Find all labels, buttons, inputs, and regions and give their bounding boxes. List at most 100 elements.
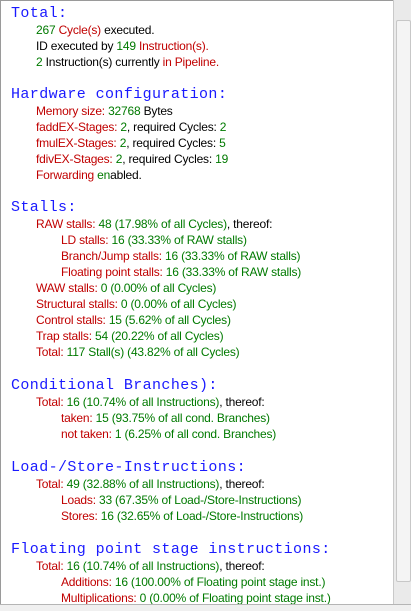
window-bottom-edge (0, 604, 411, 611)
fadd-line: faddEX-Stages: 2, required Cycles: 2 (36, 120, 226, 134)
cond-not-taken-line: not taken: 1 (6.25% of all cond. Branche… (61, 427, 276, 441)
cond-taken-line: taken: 15 (93.75% of all cond. Branches) (61, 411, 270, 425)
raw-stalls-line: RAW stalls: 48 (17.98% of all Cycles), t… (36, 217, 272, 231)
memory-label: Memory size: (36, 104, 109, 118)
stores-value: 16 (32.65% of Load-/Store-Instructions) (100, 509, 304, 523)
vertical-scrollbar[interactable] (393, 0, 411, 604)
ls-total-tail: , thereof: (219, 477, 265, 491)
memory-value: 32768 (108, 104, 141, 118)
fp-total-value: 16 (10.74% of all Instructions) (66, 559, 220, 573)
cond-total-tail: , thereof: (219, 395, 265, 409)
fp-stage-heading: Floating point stage instructions: (11, 541, 331, 558)
fadd-cycles: 2 (219, 120, 227, 134)
total-pipeline-line: 2 Instruction(s) currently in Pipeline. (36, 55, 219, 69)
forwarding-label: Forwarding (36, 168, 98, 182)
trap-stalls-line: Trap stalls: 54 (20.22% of all Cycles) (36, 329, 224, 343)
branch-label: Branch/Jump stalls: (61, 249, 166, 263)
control-stalls-line: Control stalls: 15 (5.62% of all Cycles) (36, 313, 231, 327)
raw-tail: , thereof: (226, 217, 273, 231)
additions-value: 16 (100.00% of Floating point stage inst… (114, 575, 326, 589)
statistics-window: Total: 267 Cycle(s) executed. ID execute… (0, 0, 394, 605)
total-stalls-label: Total: (36, 345, 67, 359)
raw-label: RAW stalls: (36, 217, 99, 231)
not-taken-value: 1 (6.25% of all cond. Branches) (114, 427, 277, 441)
fp-total-label: Total: (36, 559, 67, 573)
fmul-cycles: 5 (219, 136, 226, 150)
stores-label: Stores: (61, 509, 101, 523)
fp-total-tail: , thereof: (219, 559, 265, 573)
trap-label: Trap stalls: (36, 329, 95, 343)
pipe-tail: in Pipeline. (162, 55, 220, 69)
trap-value: 54 (20.22% of all Cycles) (94, 329, 224, 343)
fdiv-value: 2 (115, 152, 123, 166)
branch-stalls-line: Branch/Jump stalls: 16 (33.33% of RAW st… (61, 249, 301, 263)
fp-stall-value: 16 (33.33% of RAW stalls) (165, 265, 302, 279)
cycles-label: Cycle(s) (58, 23, 102, 37)
ls-total-label: Total: (36, 477, 67, 491)
ld-label: LD stalls: (61, 233, 112, 247)
fadd-mid: , required Cycles: (126, 120, 220, 134)
total-stalls-value: 117 Stall(s) (43.82% of all Cycles) (66, 345, 240, 359)
fdiv-line: fdivEX-Stages: 2, required Cycles: 19 (36, 152, 228, 166)
fadd-label: faddEX-Stages: (36, 120, 121, 134)
fp-additions-line: Additions: 16 (100.00% of Floating point… (61, 575, 325, 589)
waw-value: 0 (0.00% of all Cycles) (100, 281, 217, 295)
total-cycles-line: 267 Cycle(s) executed. (36, 23, 155, 37)
taken-label: taken: (61, 411, 96, 425)
cond-total-value: 16 (10.74% of all Instructions) (66, 395, 220, 409)
cond-total-label: Total: (36, 395, 67, 409)
hardware-heading: Hardware configuration: (11, 86, 228, 103)
waw-label: WAW stalls: (36, 281, 101, 295)
fadd-value: 2 (120, 120, 127, 134)
structural-label: Structural stalls: (36, 297, 121, 311)
structural-stalls-line: Structural stalls: 0 (0.00% of all Cycle… (36, 297, 237, 311)
fp-total-line: Total: 16 (10.74% of all Instructions), … (36, 559, 265, 573)
forwarding-line: Forwarding enabled. (36, 168, 142, 182)
additions-label: Additions: (61, 575, 115, 589)
not-taken-label: not taken: (61, 427, 115, 441)
fmul-line: fmulEX-Stages: 2, required Cycles: 5 (36, 136, 226, 150)
fp-multiplications-line: Multiplications: 0 (0.00% of Floating po… (61, 591, 331, 605)
pipe-count: 2 (36, 55, 43, 69)
fmul-label: fmulEX-Stages: (36, 136, 120, 150)
fp-stalls-line: Floating point stalls: 16 (33.33% of RAW… (61, 265, 301, 279)
taken-value: 15 (93.75% of all cond. Branches) (95, 411, 270, 425)
raw-value: 48 (17.98% of all Cycles) (98, 217, 228, 231)
multiplications-value: 0 (0.00% of Floating point stage inst.) (139, 591, 331, 605)
forwarding-value: en (97, 168, 111, 182)
memory-line: Memory size: 32768 Bytes (36, 104, 173, 118)
forwarding-tail: abled. (110, 168, 142, 182)
cond-total-line: Total: 16 (10.74% of all Instructions), … (36, 395, 265, 409)
scrollbar-thumb[interactable] (396, 20, 411, 582)
total-heading: Total: (11, 5, 68, 22)
conditional-branches-heading: Conditional Branches): (11, 377, 218, 394)
multiplications-label: Multiplications: (61, 591, 140, 605)
memory-unit: Bytes (140, 104, 173, 118)
control-value: 15 (5.62% of all Cycles) (108, 313, 231, 327)
structural-value: 0 (0.00% of all Cycles) (120, 297, 237, 311)
stalls-heading: Stalls: (11, 199, 77, 216)
instr-label: Instruction(s). (135, 39, 209, 53)
ls-stores-line: Stores: 16 (32.65% of Load-/Store-Instru… (61, 509, 303, 523)
fp-stall-label: Floating point stalls: (61, 265, 166, 279)
fdiv-cycles: 19 (215, 152, 229, 166)
waw-stalls-line: WAW stalls: 0 (0.00% of all Cycles) (36, 281, 216, 295)
control-label: Control stalls: (36, 313, 109, 327)
ld-stalls-line: LD stalls: 16 (33.33% of RAW stalls) (61, 233, 247, 247)
loads-label: Loads: (61, 493, 99, 507)
ls-total-value: 49 (32.88% of all Instructions) (66, 477, 220, 491)
fmul-value: 2 (119, 136, 127, 150)
cycles-tail: executed. (100, 23, 155, 37)
total-stalls-line: Total: 117 Stall(s) (43.82% of all Cycle… (36, 345, 240, 359)
cycles-count: 267 (36, 23, 56, 37)
ld-value: 16 (33.33% of RAW stalls) (111, 233, 247, 247)
pipe-text: Instruction(s) currently (42, 55, 163, 69)
ls-loads-line: Loads: 33 (67.35% of Load-/Store-Instruc… (61, 493, 301, 507)
loads-value: 33 (67.35% of Load-/Store-Instructions) (98, 493, 302, 507)
id-text: ID executed by (36, 39, 117, 53)
fmul-mid: , required Cycles: (126, 136, 220, 150)
total-id-line: ID executed by 149 Instruction(s). (36, 39, 209, 53)
branch-value: 16 (33.33% of RAW stalls) (165, 249, 301, 263)
load-store-heading: Load-/Store-Instructions: (11, 459, 247, 476)
fdiv-mid: , required Cycles: (122, 152, 216, 166)
